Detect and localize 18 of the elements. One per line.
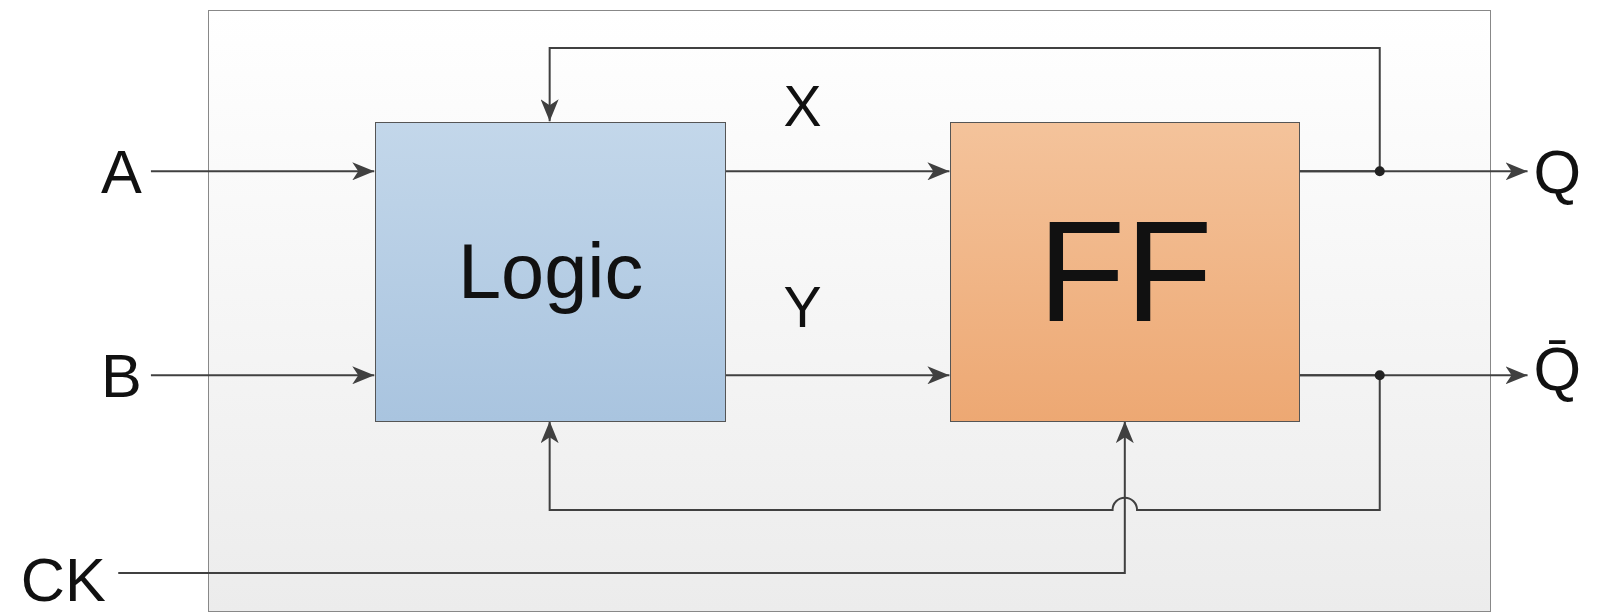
edge-label: Y <box>783 279 822 337</box>
arrow <box>540 374 1381 511</box>
signal-label: B <box>100 345 142 407</box>
arrow <box>724 366 951 385</box>
logic-block <box>375 122 727 423</box>
outer-frame <box>208 10 1491 612</box>
arrow <box>117 420 1134 575</box>
signal-label: Q <box>1533 141 1581 203</box>
block-label: FF <box>1038 200 1213 344</box>
arrow <box>149 366 376 385</box>
signal-label: CK <box>20 549 106 611</box>
arrow <box>724 162 951 181</box>
signal-label: Q̄ <box>1533 338 1581 400</box>
signal-label: A <box>100 141 142 203</box>
arrow <box>149 162 376 181</box>
arrow <box>540 46 1381 173</box>
flip-flop-block <box>950 122 1301 423</box>
edge-label: X <box>783 78 822 136</box>
